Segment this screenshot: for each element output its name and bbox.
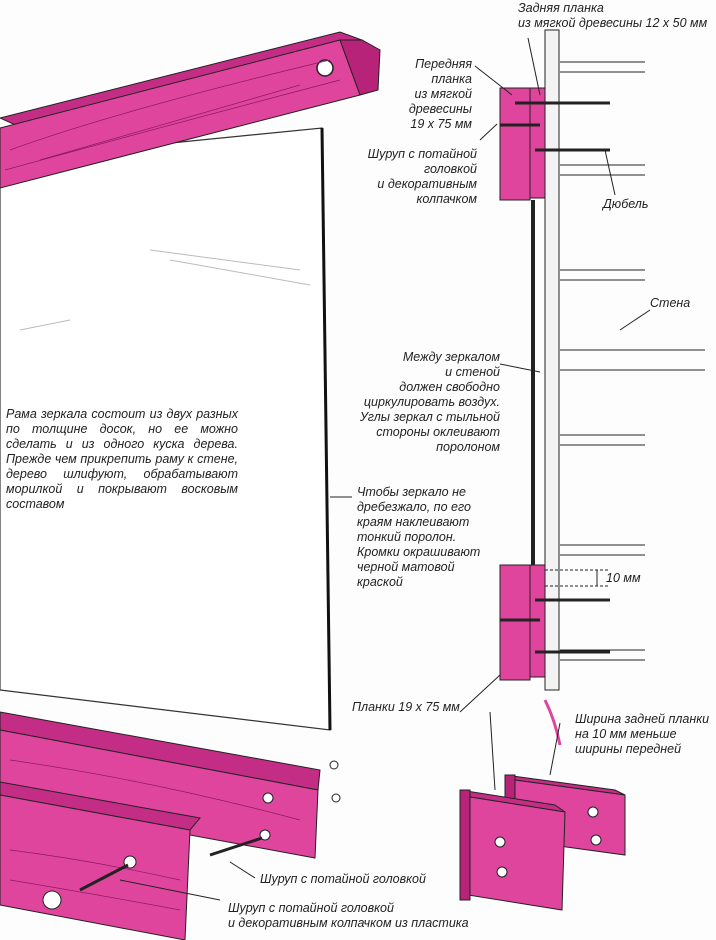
label-foam-note: Чтобы зеркало не дребезжало, по его края… <box>357 485 481 589</box>
label-countersunk-screw: Шуруп с потайной головкой <box>260 872 426 886</box>
mirror-reflection-lines <box>19 249 311 331</box>
label-gap: 10 мм <box>606 571 641 585</box>
label-wall: Стена <box>650 296 691 310</box>
label-width-note: Ширина задней планки на 10 мм меньше шир… <box>575 712 710 756</box>
label-strips: Планки 19 x 75 мм <box>352 700 460 714</box>
top-bracket <box>499 87 610 201</box>
top-frame-beam <box>0 31 381 189</box>
bottom-bracket <box>499 564 610 746</box>
label-screw-cap: Шуруп с потайной головкой и декоративным… <box>367 147 477 206</box>
label-dowel: Дюбель <box>603 197 649 211</box>
wall-section <box>531 29 705 691</box>
label-screw-plastic-cap: Шуруп с потайной головкой и декоративным… <box>228 901 469 930</box>
label-air-note: Между зеркалом и стеной должен свободно … <box>359 350 500 454</box>
exploded-strips <box>459 774 626 911</box>
bottom-frame-boards <box>0 711 341 940</box>
label-frame-note: Рама зеркала состоит из двух разных по т… <box>6 407 238 511</box>
leader-lines <box>119 37 651 901</box>
mirror-edge <box>320 127 332 731</box>
label-front-strip: Передняя планка из мягкой древесины 19 x… <box>408 57 472 131</box>
label-back-strip: Задняя планка из мягкой древесины 12 x 5… <box>518 1 708 30</box>
